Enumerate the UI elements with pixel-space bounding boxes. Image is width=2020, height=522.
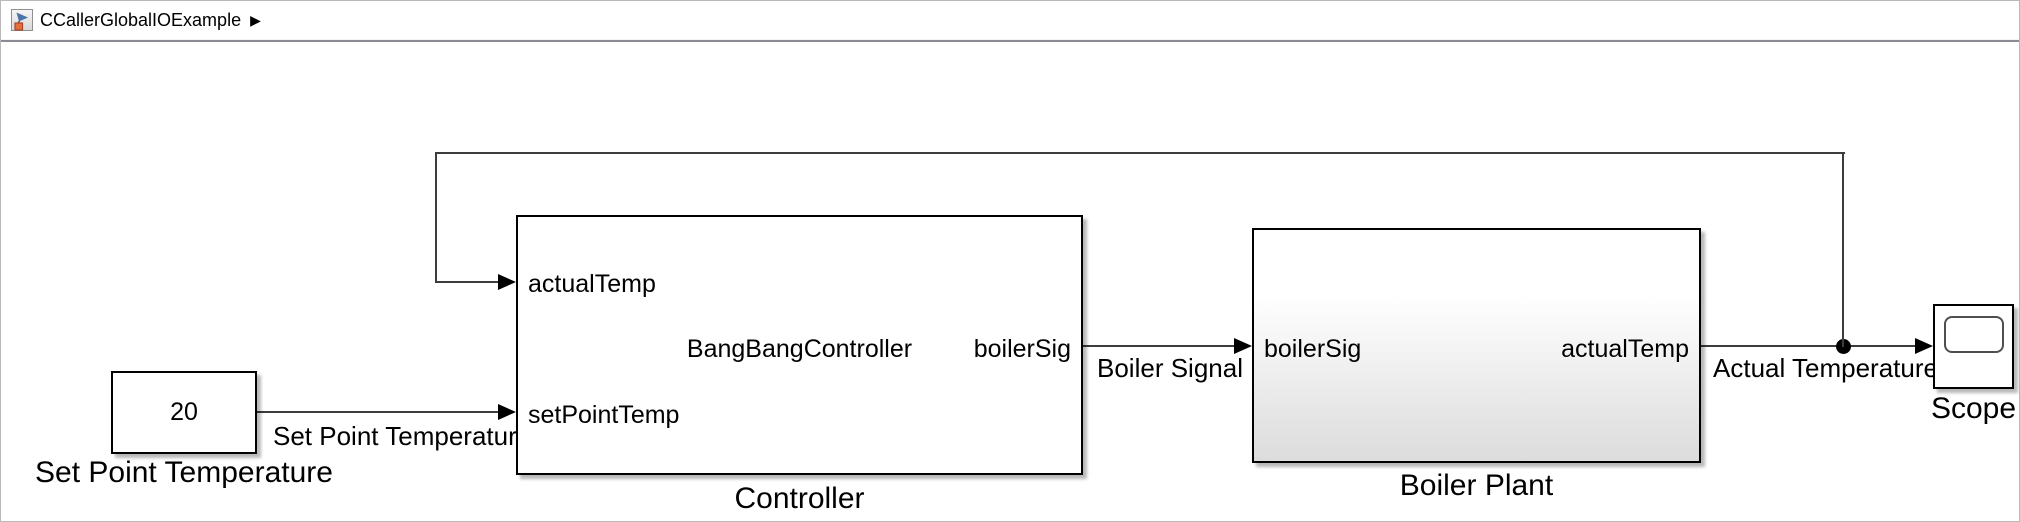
feedback-line-vertical-left[interactable] (435, 152, 437, 283)
topbar-separator (1, 39, 2019, 42)
arrowhead-scope (1915, 338, 1933, 354)
signal-line-actual-temperature[interactable] (1700, 345, 1916, 347)
signal-label-actual-temperature[interactable]: Actual Temperature (1713, 353, 1938, 383)
breadcrumb-bar: CCallerGlobalIOExample ▶ (1, 1, 2019, 39)
breadcrumb-expand-icon[interactable]: ▶ (250, 12, 261, 28)
feedback-line-vertical-right[interactable] (1842, 153, 1844, 347)
plant-outport-actualtemp: actualTemp (1561, 335, 1689, 363)
controller-block-name[interactable]: Controller (734, 482, 865, 515)
constant-block-name[interactable]: Set Point Temperature (35, 456, 333, 489)
scope-display-icon (1944, 316, 2004, 353)
model-canvas: Set Point Temperature Boiler Signal Actu… (1, 42, 2019, 521)
constant-block[interactable]: 20 (111, 371, 257, 454)
arrowhead-set-point (498, 404, 516, 420)
simulink-model-icon (11, 9, 33, 31)
controller-block[interactable]: actualTemp BangBangController boilerSig … (516, 215, 1083, 475)
signal-line-set-point[interactable] (256, 411, 499, 413)
plant-inport-boilersig: boilerSig (1264, 335, 1362, 363)
boiler-plant-block[interactable]: boilerSig actualTemp (1252, 228, 1701, 463)
controller-outport-boilersig: boilerSig (973, 335, 1071, 363)
feedback-line-top[interactable] (435, 152, 1845, 154)
controller-inport-actualtemp: actualTemp (528, 270, 656, 298)
signal-label-boiler-signal[interactable]: Boiler Signal (1097, 353, 1243, 383)
boiler-plant-block-name[interactable]: Boiler Plant (1399, 469, 1554, 502)
breadcrumb-model-name[interactable]: CCallerGlobalIOExample (40, 9, 242, 30)
constant-value: 20 (170, 398, 198, 426)
signal-line-boiler-signal[interactable] (1082, 345, 1235, 347)
scope-block[interactable] (1933, 304, 2014, 389)
arrowhead-boiler-signal (1234, 338, 1252, 354)
arrowhead-feedback (498, 274, 516, 290)
controller-inport-setpointtemp: setPointTemp (528, 401, 680, 429)
signal-label-set-point[interactable]: Set Point Temperature (273, 421, 532, 451)
scope-block-name[interactable]: Scope (1930, 392, 2017, 425)
controller-function-name: BangBangController (686, 335, 913, 363)
feedback-line-into-controller[interactable] (435, 281, 499, 283)
